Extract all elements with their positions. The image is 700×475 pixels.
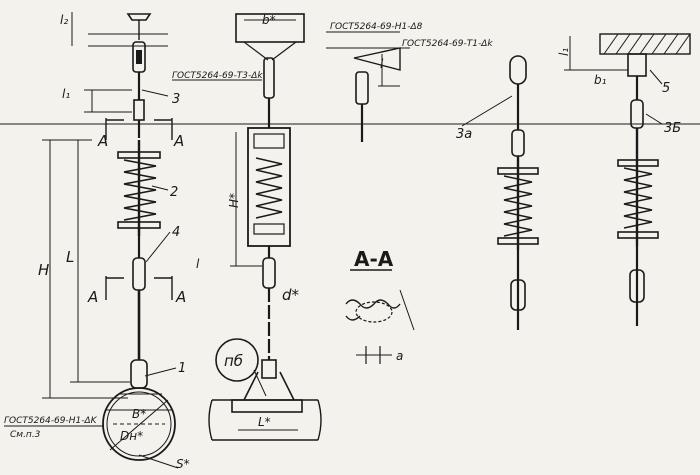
- dimension-l-label: l: [196, 257, 200, 271]
- figure-weld-detail: [326, 31, 410, 142]
- position-1-label: 1: [178, 361, 186, 376]
- cut-mark-a-right-top: А: [173, 132, 184, 150]
- figure-variant-3a: [461, 55, 539, 330]
- weld-spec-top: ГОСТ5264-69-Т3-Δk: [172, 71, 263, 81]
- see-note-3: См.п.3: [10, 430, 41, 440]
- dimension-l2-label: l₂: [60, 13, 68, 27]
- position-3-label: 3: [172, 92, 180, 107]
- dimension-L-label: L: [66, 248, 74, 266]
- cut-mark-a-right-bottom: А: [175, 288, 186, 306]
- note-pb-label: пб: [224, 352, 243, 370]
- dimension-l1-right-label: l₁: [557, 48, 571, 56]
- cut-mark-a-left-top: А: [97, 132, 108, 150]
- figure-variant-3b: [564, 33, 691, 326]
- cut-mark-a-left-bottom: А: [87, 288, 98, 306]
- position-5-label: 5: [662, 81, 670, 96]
- dimension-l-small-label: l: [380, 57, 384, 71]
- dimension-B-label: B*: [132, 407, 146, 421]
- dimension-S-label: S*: [176, 457, 190, 471]
- weld-spec-mid-2: ГОСТ5264-69-Т1-Δk: [402, 39, 493, 49]
- dimension-b-label: b*: [262, 13, 276, 27]
- dimension-Hstar-label: H*: [227, 193, 241, 208]
- weld-spec-bottom: ГОСТ5264-69-Н1-ΔK: [4, 416, 98, 426]
- dimension-a-label: a: [396, 349, 403, 363]
- figure-frame-hanger: [208, 13, 322, 441]
- dimension-l1-label: l₁: [62, 87, 70, 101]
- figure-main-hanger: [42, 12, 179, 469]
- position-3b-label: 3Б: [664, 121, 681, 136]
- section-a-a-title: А-А: [354, 247, 394, 271]
- position-4-label: 4: [172, 225, 180, 240]
- dimension-Dn-label: Dн*: [120, 429, 143, 443]
- dimension-H-label: Н: [38, 261, 49, 279]
- note-circle: [215, 338, 259, 382]
- dimension-L1-label: L*: [258, 415, 271, 429]
- section-a-a: [345, 269, 415, 364]
- dimension-d-label: d*: [282, 286, 300, 304]
- weld-spec-mid-1: ГОСТ5264-69-Н1-Δ8: [330, 22, 423, 32]
- position-3a-label: 3а: [456, 127, 472, 142]
- position-2-label: 2: [170, 185, 178, 200]
- dimension-b1-label: b₁: [594, 73, 607, 87]
